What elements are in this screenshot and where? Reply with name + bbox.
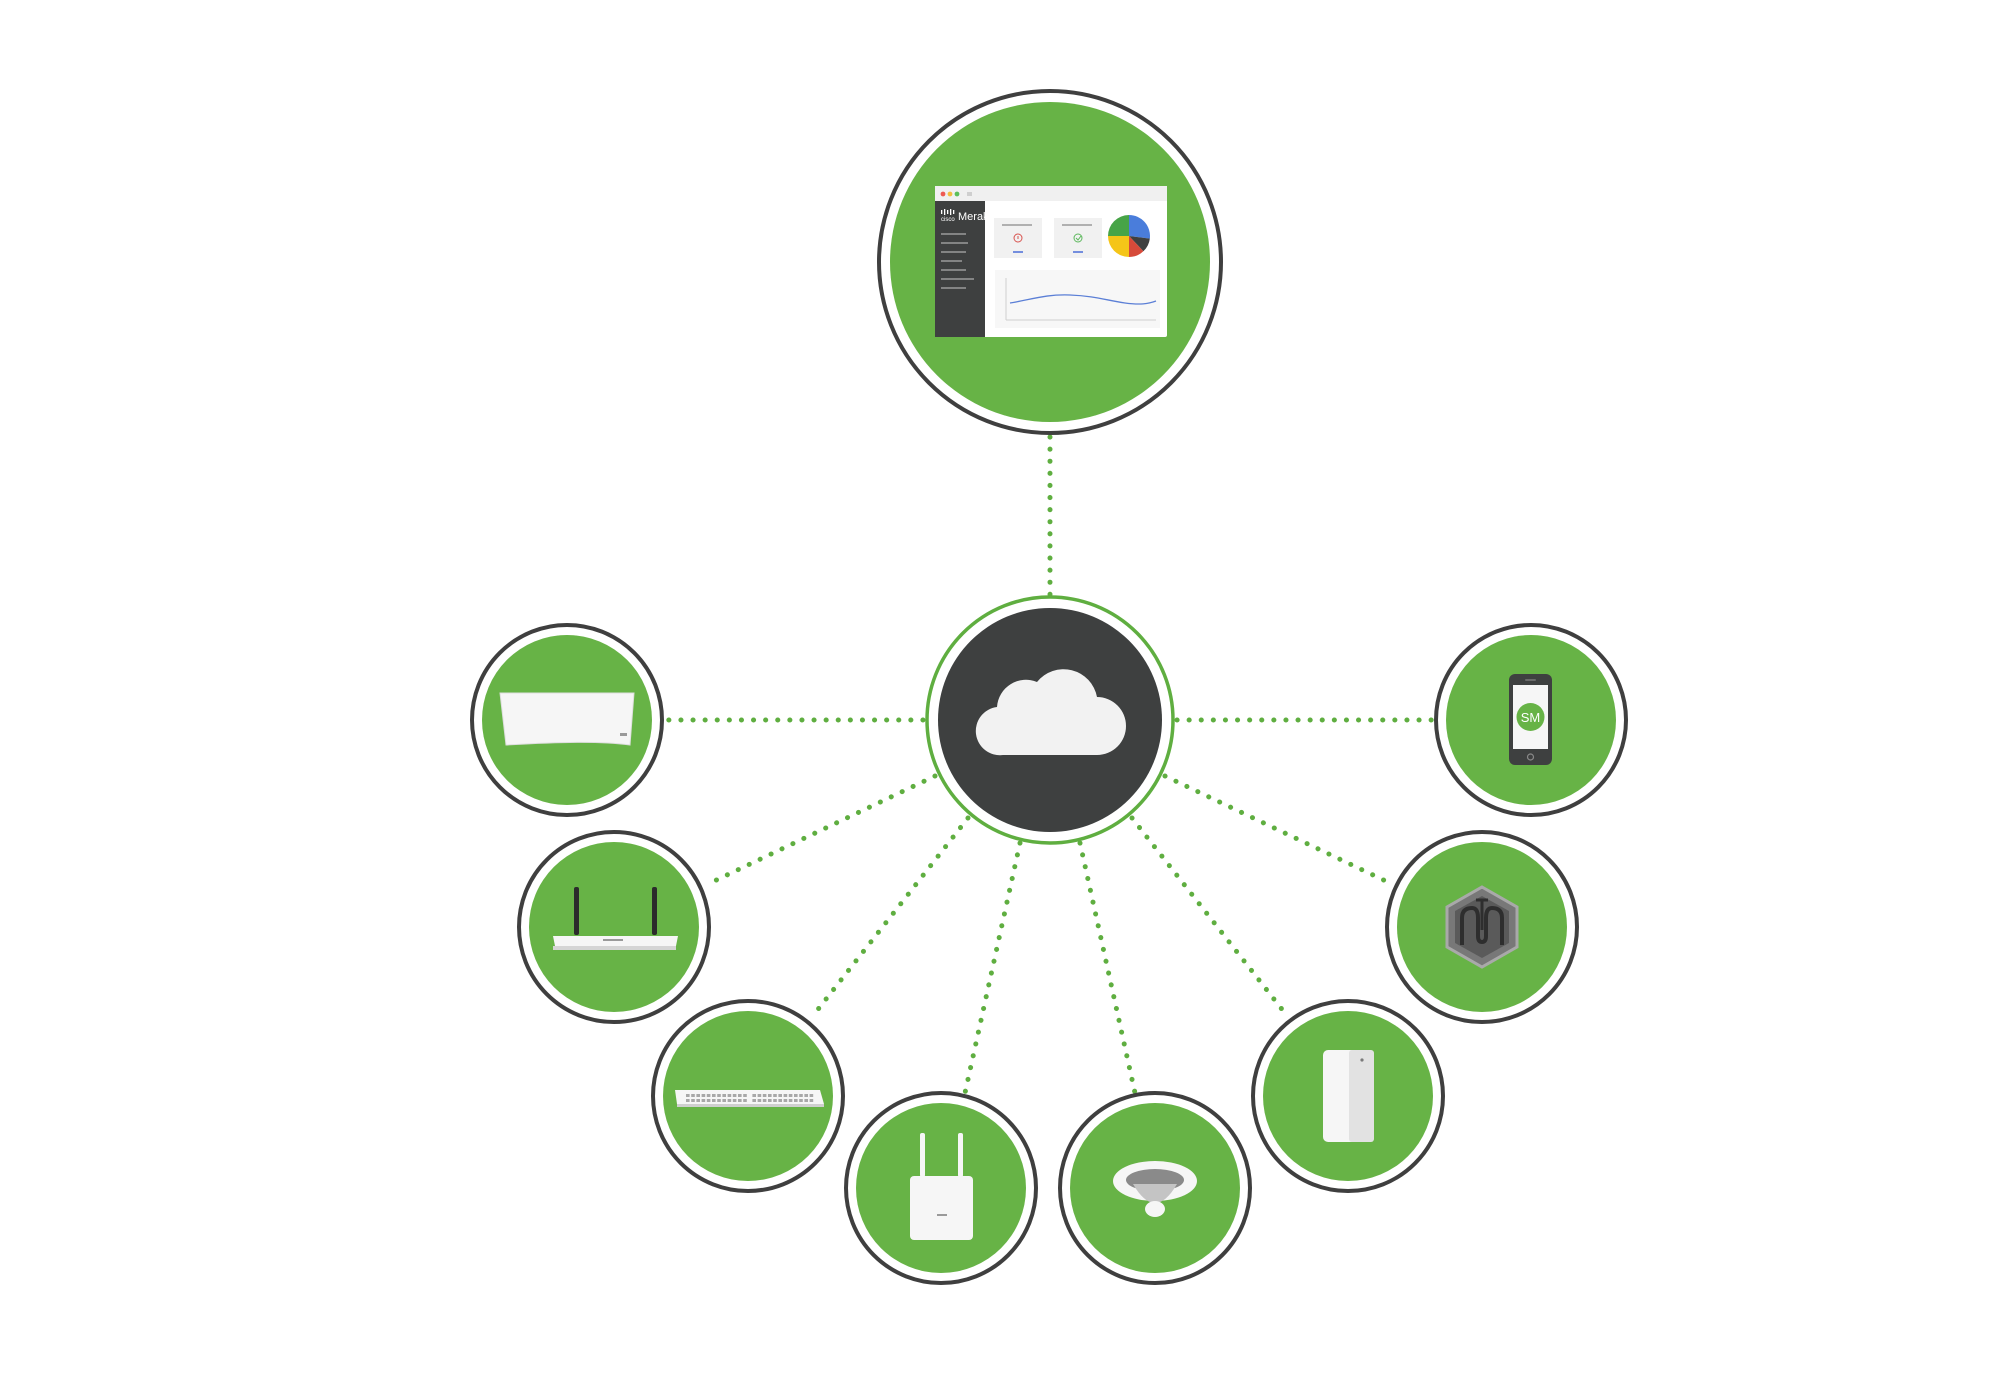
switch-port	[794, 1099, 798, 1102]
brand-logo-text: cisco	[941, 217, 955, 223]
switch-port	[706, 1094, 711, 1097]
node-security-appliance	[470, 623, 664, 817]
switch-port	[712, 1099, 716, 1102]
switch-port	[752, 1094, 756, 1097]
switch-port	[794, 1094, 798, 1097]
cloud-icon	[975, 669, 1126, 756]
pie-slice	[1108, 215, 1129, 236]
hexagon-logo-icon	[1445, 885, 1519, 969]
switch-port	[712, 1094, 716, 1097]
switch-port	[706, 1099, 711, 1102]
switch-port	[691, 1094, 695, 1097]
sm-badge-text: SM	[1521, 710, 1541, 725]
switch-port	[696, 1094, 700, 1097]
connector-camera	[1077, 840, 1138, 1096]
dashboard-sidebar	[935, 201, 985, 337]
connector-lines	[663, 434, 1437, 1096]
trend-line	[1009, 294, 1157, 305]
switch-port	[757, 1099, 762, 1102]
switch-port	[762, 1099, 767, 1102]
node-sensor	[1251, 999, 1445, 1193]
alert-icon	[1013, 233, 1023, 243]
switch-port	[732, 1099, 737, 1102]
pie-chart-icon	[1108, 215, 1150, 257]
switch-port	[686, 1094, 690, 1097]
switch-port	[752, 1099, 756, 1102]
switch-port	[717, 1094, 721, 1097]
switch-port	[743, 1099, 747, 1102]
switch-port	[696, 1099, 700, 1102]
switch-port	[783, 1099, 788, 1102]
line-chart-panel	[995, 270, 1160, 328]
node-router	[517, 830, 711, 1024]
switch-port	[799, 1094, 803, 1097]
alert-card	[994, 218, 1042, 258]
dashboard-sidebar-menu	[941, 233, 974, 289]
sm-badge	[1516, 703, 1545, 731]
security-appliance-icon	[499, 692, 635, 746]
switch-port	[691, 1099, 695, 1102]
switch-port	[738, 1094, 742, 1097]
switch-port	[804, 1099, 808, 1102]
switch-port	[722, 1094, 726, 1097]
switch-port	[788, 1094, 793, 1097]
switch-port	[778, 1094, 782, 1097]
node-switch	[651, 999, 845, 1193]
switch-port	[717, 1099, 721, 1102]
switch-port	[773, 1099, 777, 1102]
brand-name: Meraki	[958, 211, 991, 223]
switch-port	[743, 1094, 747, 1097]
pie-slice	[1129, 215, 1150, 239]
connector-sensor	[1129, 815, 1291, 1020]
switch-port	[686, 1099, 690, 1102]
dashboard-screen-icon: cisco Meraki	[935, 186, 1167, 337]
switch-port	[773, 1094, 777, 1097]
switch-port	[727, 1094, 732, 1097]
node-access-point	[844, 1091, 1038, 1285]
connector-switch	[809, 815, 971, 1020]
switch-port	[778, 1099, 782, 1102]
status-card	[1054, 218, 1102, 258]
dashboard-node: cisco Meraki	[877, 89, 1223, 435]
cisco-logo-icon: cisco	[941, 209, 955, 223]
switch-port	[783, 1094, 788, 1097]
pie-slice	[1129, 236, 1144, 257]
pie-slice	[1108, 236, 1129, 257]
check-icon	[1073, 233, 1083, 243]
pie-slice	[1129, 236, 1150, 252]
switch-port	[804, 1094, 808, 1097]
switch-port	[788, 1099, 793, 1102]
switch-icon	[675, 1090, 824, 1107]
switch-port	[768, 1094, 772, 1097]
connector-access-point	[962, 840, 1023, 1096]
node-mobile: SM	[1434, 623, 1628, 817]
switch-port	[768, 1099, 772, 1102]
node-camera	[1058, 1091, 1252, 1285]
switch-port	[701, 1094, 706, 1097]
sensor-icon	[1323, 1050, 1374, 1142]
switch-port	[722, 1099, 726, 1102]
connector-router	[705, 773, 938, 887]
switch-port	[762, 1094, 767, 1097]
switch-port	[809, 1099, 814, 1102]
switch-port	[757, 1094, 762, 1097]
switch-port	[732, 1094, 737, 1097]
switch-port	[799, 1099, 803, 1102]
switch-port	[809, 1094, 814, 1097]
access-point-icon	[910, 1133, 973, 1240]
node-insight	[1385, 830, 1579, 1024]
dome-camera-icon	[1113, 1161, 1197, 1217]
cloud-hub	[925, 595, 1175, 845]
node-fill	[529, 842, 699, 1012]
switch-ports	[686, 1094, 814, 1102]
router-icon	[553, 887, 678, 950]
switch-port	[701, 1099, 706, 1102]
connector-insight	[1162, 773, 1395, 887]
switch-port	[738, 1099, 742, 1102]
smartphone-icon: SM	[1509, 674, 1552, 765]
switch-port	[727, 1099, 732, 1102]
